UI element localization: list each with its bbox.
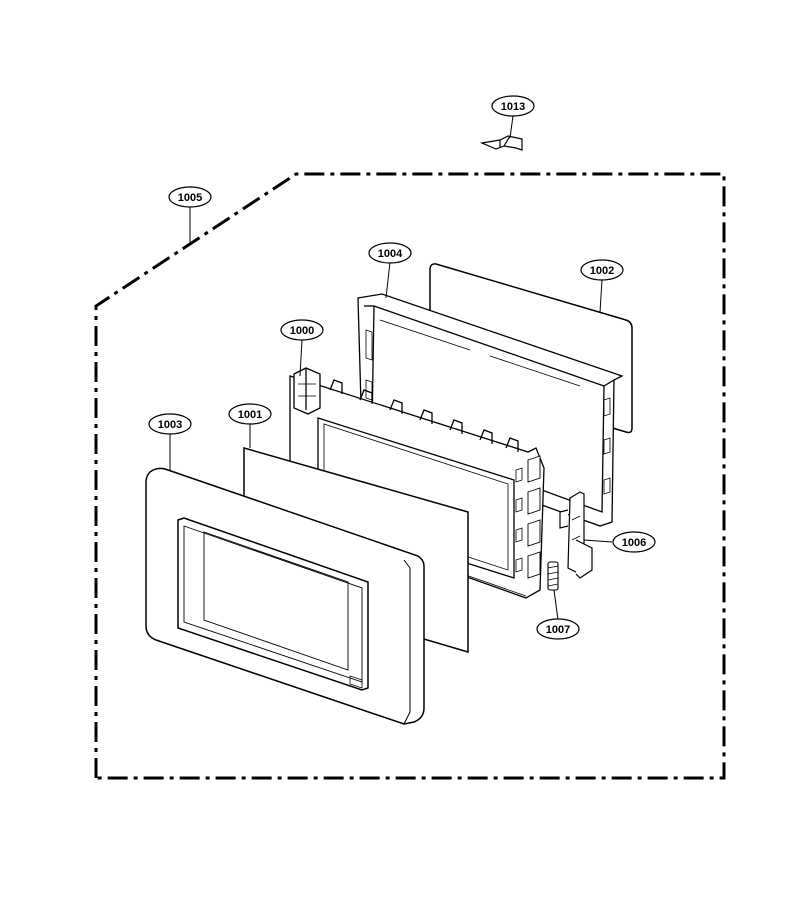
part-1006-latch [559,491,593,579]
callout-label-1006: 1006 [622,537,646,549]
callout-label-1000: 1000 [290,325,314,337]
part-1013-bracket [479,135,523,151]
callout-label-1004: 1004 [378,248,403,260]
callout-1005: 1005 [168,186,212,208]
part-1003-outer-door [145,467,425,725]
callout-label-1007: 1007 [546,624,570,636]
callout-label-1005: 1005 [178,192,202,204]
leader-1013 [509,115,514,139]
part-1007-spring [547,561,559,591]
leader-1000 [299,339,303,377]
callout-label-1002: 1002 [590,265,614,277]
callout-1006: 1006 [612,531,656,553]
callout-1000: 1000 [280,319,324,341]
leader-1004 [385,261,391,299]
callout-1004: 1004 [368,242,412,264]
callout-1007: 1007 [536,618,580,640]
callout-label-1013: 1013 [501,101,525,113]
callout-1003: 1003 [148,413,192,435]
leader-1007 [553,589,559,621]
leader-lines [169,115,613,621]
leader-1006 [583,539,613,543]
part-1004-frame [357,293,624,527]
callout-1002: 1002 [580,259,624,281]
callout-1013: 1013 [491,95,535,117]
leader-1002 [599,279,603,313]
callout-label-1003: 1003 [158,419,182,431]
assembly-boundary-1005 [94,172,726,780]
callout-label-1001: 1001 [238,409,262,421]
callout-1001: 1001 [228,403,272,425]
